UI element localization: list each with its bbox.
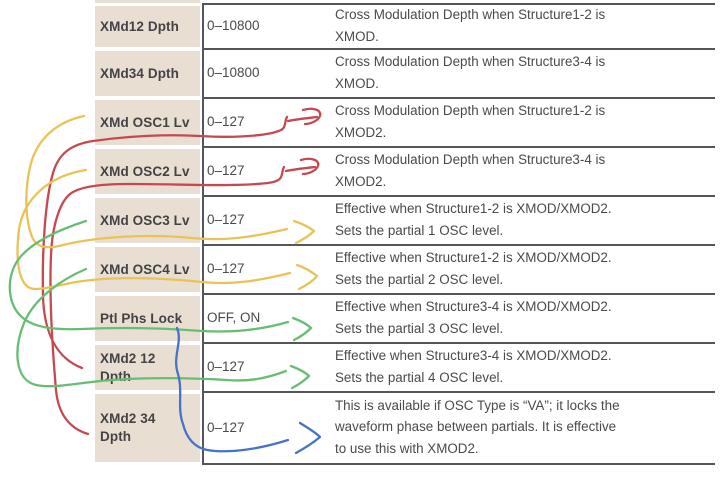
- table-row: XMd34 Dpth 0–10800 Cross Modulation Dept…: [0, 48, 725, 97]
- value-range: 0–10800: [207, 18, 260, 33]
- row-divider: [202, 391, 715, 393]
- previous-row-remnant: [95, 0, 200, 3]
- param-cell: XMd34 Dpth: [95, 51, 200, 96]
- param-name: XMd12 Dpth: [100, 18, 180, 34]
- description: Cross Modulation Depth when Structure1-2…: [335, 103, 606, 140]
- param-cell: XMd12 Dpth: [95, 6, 200, 47]
- description: Effective when Structure3-4 is XMOD/XMOD…: [335, 299, 612, 336]
- value-range: 0–10800: [207, 65, 260, 80]
- row-divider: [202, 244, 715, 246]
- table-row: Ptl Phs Lock OFF, ON Effective when Stru…: [0, 293, 725, 342]
- param-name: XMd34 Dpth: [100, 65, 180, 81]
- row-divider: [202, 146, 715, 148]
- param-cell: XMd OSC4 Lv: [95, 247, 200, 292]
- param-name: XMd OSC4 Lv: [100, 261, 190, 277]
- param-cell: XMd2 12 Dpth: [95, 345, 200, 390]
- table-row: XMd2 34 Dpth 0–127 This is available if …: [0, 391, 725, 463]
- param-cell: XMd OSC3 Lv: [95, 198, 200, 243]
- param-name: XMd OSC3 Lv: [100, 212, 190, 228]
- row-divider: [202, 293, 715, 295]
- table-row: XMd2 12 Dpth 0–127 Effective when Struct…: [0, 342, 725, 391]
- value-range: 0–127: [207, 114, 245, 129]
- table-bottom-border: [202, 463, 715, 465]
- value-range: 0–127: [207, 359, 245, 374]
- table-row: XMd OSC2 Lv 0–127 Cross Modulation Depth…: [0, 146, 725, 195]
- param-name: XMd OSC1 Lv: [100, 114, 190, 130]
- param-name: XMd OSC2 Lv: [100, 163, 190, 179]
- param-cell: Ptl Phs Lock: [95, 296, 200, 341]
- description: Cross Modulation Depth when Structure3-4…: [335, 152, 606, 189]
- description: Cross Modulation Depth when Structure1-2…: [335, 7, 606, 44]
- table-row: XMd OSC3 Lv 0–127 Effective when Structu…: [0, 195, 725, 244]
- param-cell: XMd OSC1 Lv: [95, 100, 200, 145]
- value-range: 0–127: [207, 163, 245, 178]
- param-name: XMd2 12 Dpth: [100, 350, 156, 384]
- row-divider: [202, 48, 715, 50]
- table-row: XMd12 Dpth 0–10800 Cross Modulation Dept…: [0, 3, 725, 48]
- param-name: XMd2 34 Dpth: [100, 411, 156, 444]
- param-cell: XMd OSC2 Lv: [95, 149, 200, 194]
- description: Effective when Structure3-4 is XMOD/XMOD…: [335, 348, 612, 385]
- row-divider: [202, 3, 715, 5]
- table-row: XMd OSC1 Lv 0–127 Cross Modulation Depth…: [0, 97, 725, 146]
- description: Effective when Structure1-2 is XMOD/XMOD…: [335, 250, 612, 287]
- row-divider: [202, 342, 715, 344]
- row-divider: [202, 195, 715, 197]
- value-range: OFF, ON: [207, 310, 261, 325]
- param-name: Ptl Phs Lock: [100, 310, 183, 326]
- description: Cross Modulation Depth when Structure3-4…: [335, 54, 606, 91]
- value-range: 0–127: [207, 212, 245, 227]
- table-row: XMd OSC4 Lv 0–127 Effective when Structu…: [0, 244, 725, 293]
- value-range: 0–127: [207, 261, 245, 276]
- description: This is available if OSC Type is “VA”; i…: [335, 397, 620, 456]
- value-range: 0–127: [207, 419, 245, 435]
- description: Effective when Structure1-2 is XMOD/XMOD…: [335, 201, 612, 238]
- param-cell: XMd2 34 Dpth: [95, 394, 200, 462]
- row-divider: [202, 97, 715, 99]
